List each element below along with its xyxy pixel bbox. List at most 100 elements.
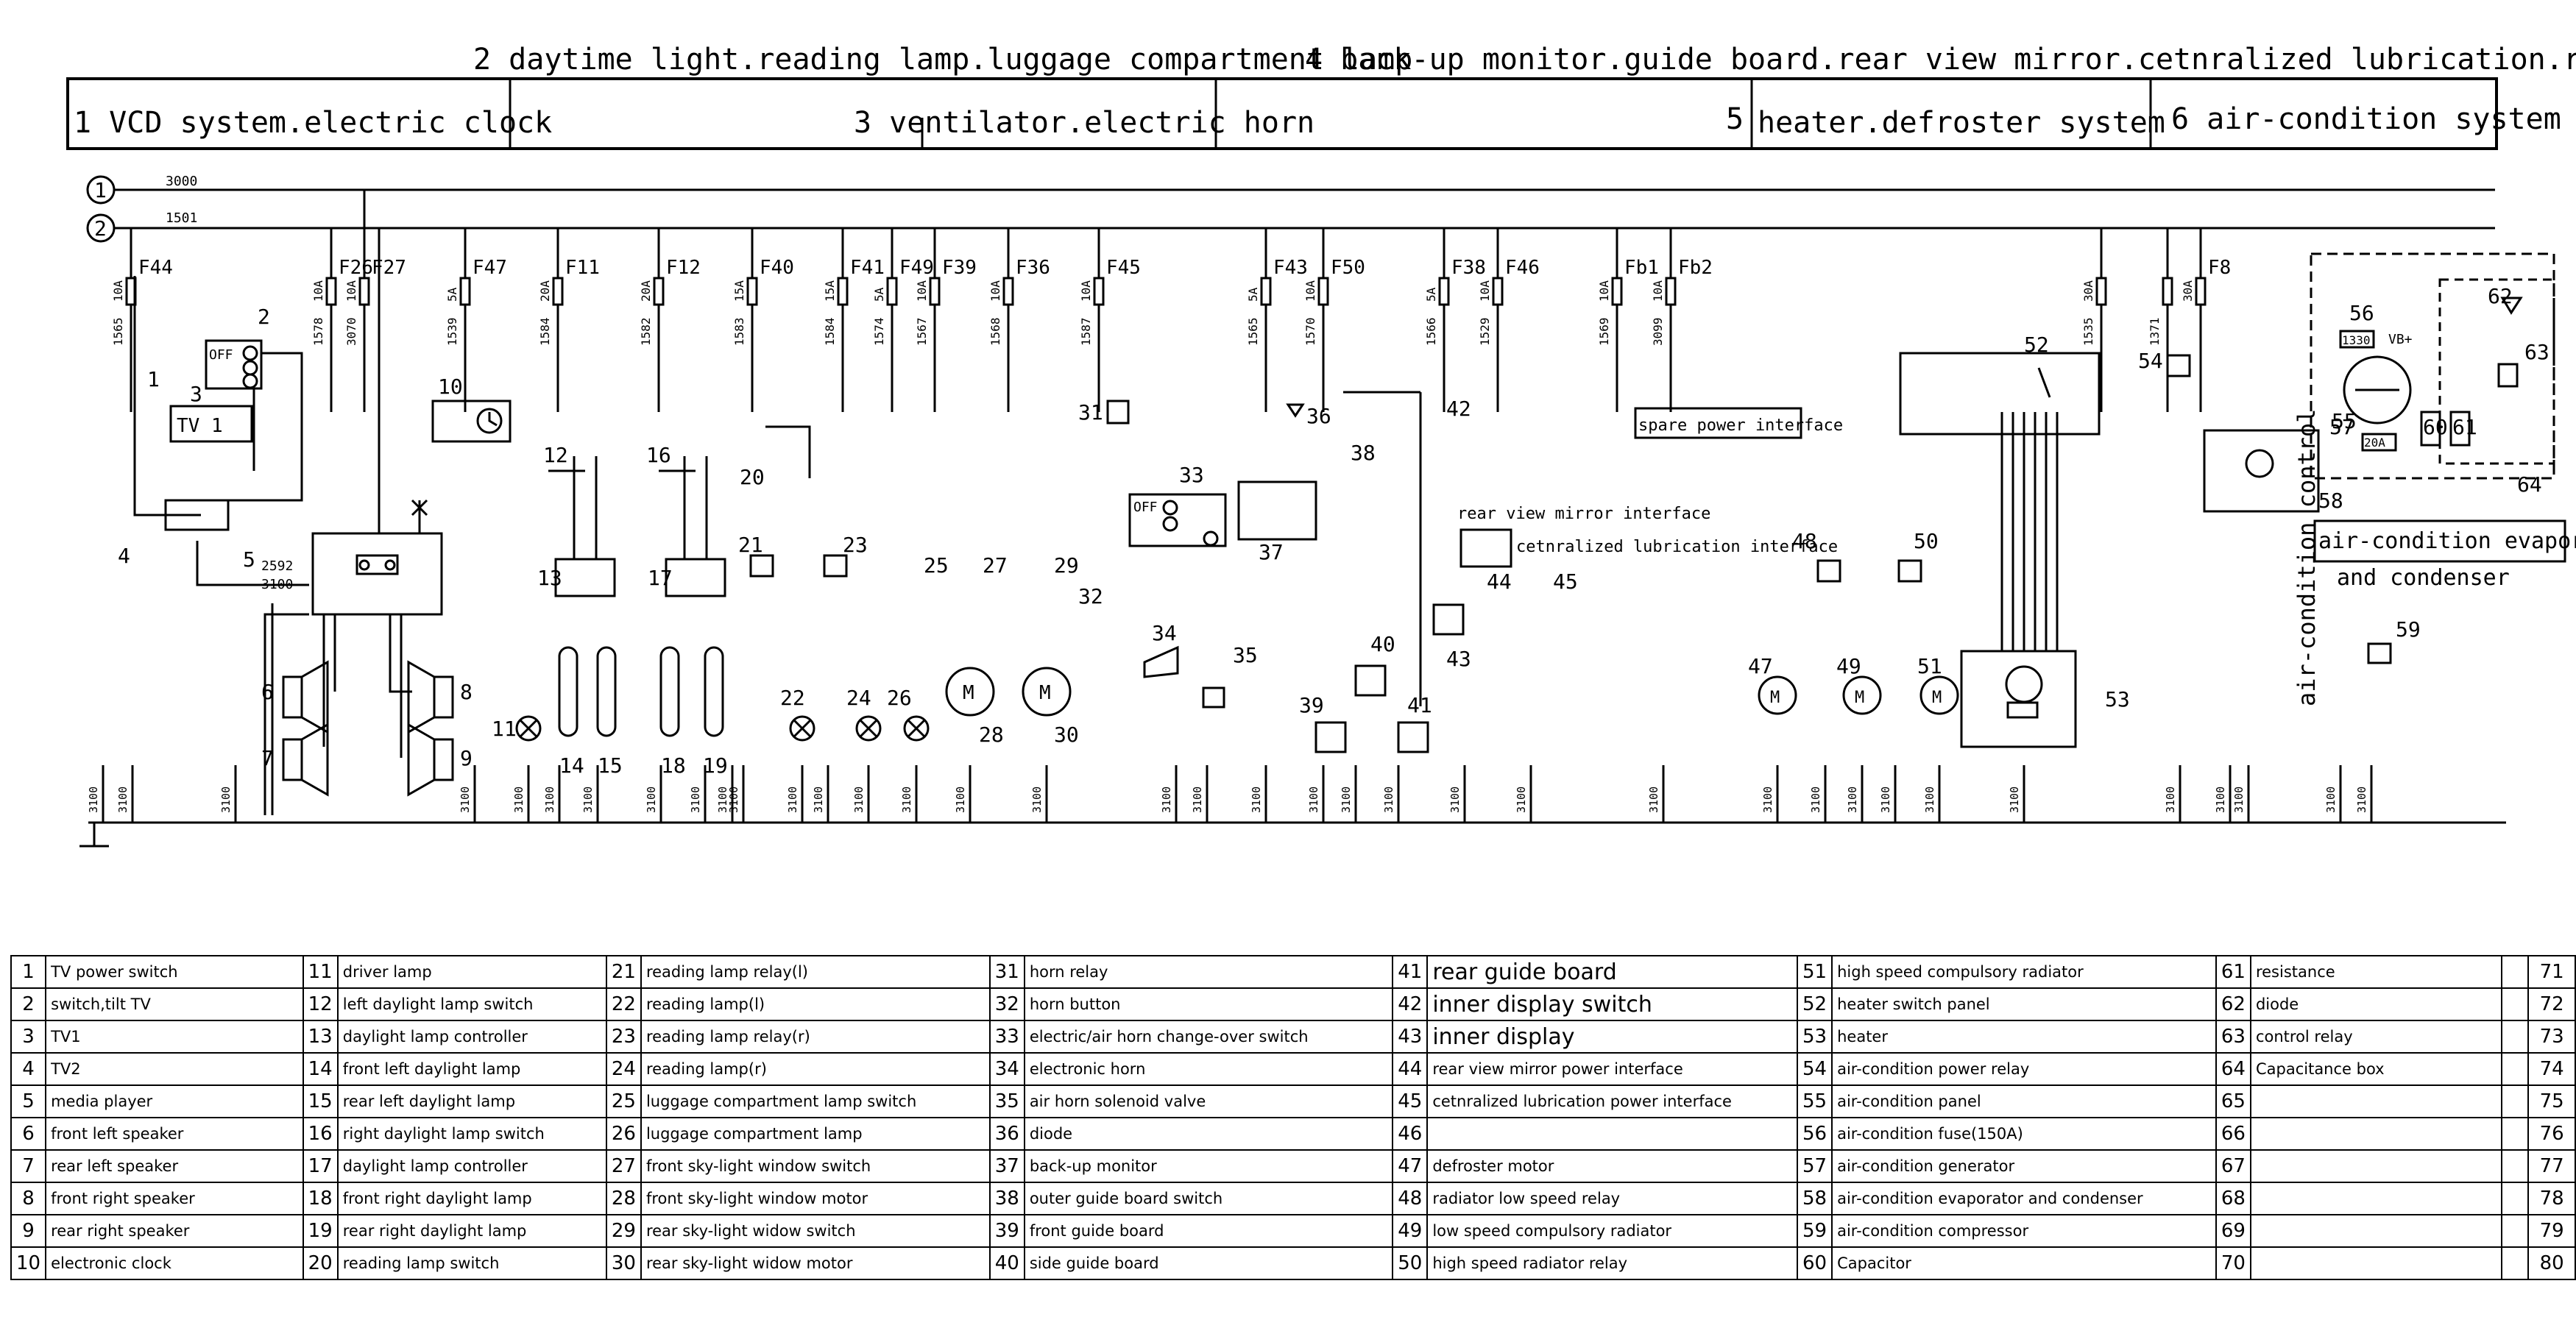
component-number: 23 — [843, 533, 868, 557]
defroster-motor — [1758, 675, 1797, 715]
horn-relay — [1106, 400, 1130, 425]
svg-text:and condenser: and condenser — [2337, 565, 2510, 591]
legend-number: 30 — [605, 1246, 642, 1280]
media-player — [311, 532, 443, 616]
diode-62 — [2500, 297, 2523, 315]
legend-number: 15 — [302, 1084, 339, 1118]
ground-wire-label: 3100 — [2324, 787, 2338, 813]
legend-label: rear sky-light widow motor — [640, 1246, 991, 1280]
legend-number: 6 — [10, 1117, 47, 1151]
component-number: 47 — [1748, 654, 1773, 678]
legend-number: 1 — [10, 955, 47, 989]
ground-wire-label: 3100 — [459, 787, 472, 813]
legend-number: 70 — [2215, 1246, 2251, 1280]
component-number: 29 — [1054, 553, 1079, 578]
ground-wire-label: 3100 — [716, 787, 729, 813]
fuse-wire: 1539 — [445, 317, 459, 346]
component-number: 48 — [1792, 529, 1817, 553]
ground-wire-label: 3100 — [1761, 787, 1774, 813]
svg-text:1501: 1501 — [166, 210, 197, 226]
fuse-wire: 1584 — [823, 317, 837, 346]
component-number: 50 — [1914, 529, 1939, 553]
rear-window-motor — [1022, 667, 1072, 717]
legend-label: TV power switch — [45, 955, 304, 989]
svg-text:3100: 3100 — [261, 577, 293, 592]
component-number: 19 — [703, 753, 728, 778]
ground-wire-label: 3100 — [1923, 787, 1936, 813]
heater-switch-panel — [1899, 352, 2101, 436]
component-number: 64 — [2517, 472, 2542, 497]
front-left-speaker — [282, 675, 303, 719]
legend-number: 55 — [1796, 1084, 1833, 1118]
reading-lamp-right — [855, 715, 882, 742]
legend-label: rear right speaker — [45, 1214, 304, 1248]
ac-evaporator-condenser — [2313, 519, 2566, 563]
header-table: 1 VCD system.electric clock 3 ventilator… — [66, 77, 2561, 150]
legend-label: reading lamp(r) — [640, 1052, 991, 1086]
legend-label: front right daylight lamp — [336, 1182, 607, 1215]
legend-label: reading lamp(l) — [640, 987, 991, 1021]
fuse-wire: 3099 — [1651, 317, 1665, 346]
legend-number: 40 — [988, 1246, 1025, 1280]
legend-label: electric/air horn change-over switch — [1023, 1020, 1394, 1054]
component-number: 37 — [1259, 540, 1284, 564]
fuse-rating: 10A — [1303, 280, 1317, 302]
legend-label: high speed radiator relay — [1426, 1246, 1798, 1280]
component-number: 28 — [979, 723, 1004, 747]
legend-label: air-condition power relay — [1831, 1052, 2217, 1086]
legend-number: 53 — [1796, 1020, 1833, 1054]
electronic-clock — [431, 400, 512, 443]
fuse-wire: 1568 — [988, 317, 1002, 346]
legend-number: 13 — [302, 1020, 339, 1054]
legend-label: media player — [45, 1084, 304, 1118]
svg-text:2592: 2592 — [261, 558, 293, 574]
group-4-title: 4 back-up monitor.guide board.rear view … — [1305, 43, 2576, 77]
ground-wire-label: 3100 — [786, 787, 799, 813]
fuse-label: Fb2 — [1678, 257, 1713, 279]
ground-wire-label: 3100 — [1191, 787, 1204, 813]
fuse-rating: 15A — [732, 280, 746, 302]
fuse-wire: 1529 — [1478, 317, 1492, 346]
legend-label: rear right daylight lamp — [336, 1214, 607, 1248]
legend-number: 74 — [2527, 1052, 2576, 1086]
ground-wire-label: 3100 — [2214, 787, 2227, 813]
svg-text:rear view mirror interface: rear view mirror interface — [1457, 505, 1710, 523]
reading-relay-right — [823, 554, 848, 578]
reading-relay-left — [749, 554, 774, 578]
component-number: 21 — [738, 533, 763, 557]
legend-number: 62 — [2215, 987, 2251, 1021]
tv1-box — [169, 405, 253, 443]
ground-wire-label: 3100 — [1250, 787, 1263, 813]
ground-wire-label: 3100 — [219, 787, 233, 813]
ground-wire-label: 3100 — [689, 787, 702, 813]
fuse-label: F26 — [339, 257, 373, 279]
component-number: 16 — [646, 443, 671, 467]
heater — [1960, 650, 2077, 748]
legend-number: 3 — [10, 1020, 47, 1054]
legend-number: 61 — [2215, 955, 2251, 989]
legend-number: 60 — [1796, 1246, 1833, 1280]
legend-label: rear left daylight lamp — [336, 1084, 607, 1118]
fuse-rating: 10A — [915, 280, 929, 302]
fuse-wire: 1582 — [639, 317, 653, 346]
luggage-lamp — [903, 715, 930, 742]
component-number: 58 — [2318, 489, 2343, 513]
legend-number: 72 — [2527, 987, 2576, 1021]
fuse-wire: 1565 — [111, 317, 125, 346]
svg-text:M: M — [1770, 689, 1780, 707]
svg-text:2: 2 — [94, 216, 107, 241]
legend-label: resistance — [2249, 955, 2503, 989]
legend-number: 65 — [2215, 1084, 2251, 1118]
fuse-rating: 5A — [1246, 287, 1260, 302]
component-number: 30 — [1054, 723, 1079, 747]
fuse-label: F43 — [1273, 257, 1308, 279]
legend-label: back-up monitor — [1023, 1149, 1394, 1183]
fuse-rating: 20A — [538, 280, 552, 302]
component-number: 62 — [2488, 284, 2513, 308]
fuse-wire: 1574 — [872, 317, 886, 346]
header-cell-heater: heater.defroster system — [1758, 106, 2165, 140]
fuse-rating: 10A — [311, 280, 325, 302]
